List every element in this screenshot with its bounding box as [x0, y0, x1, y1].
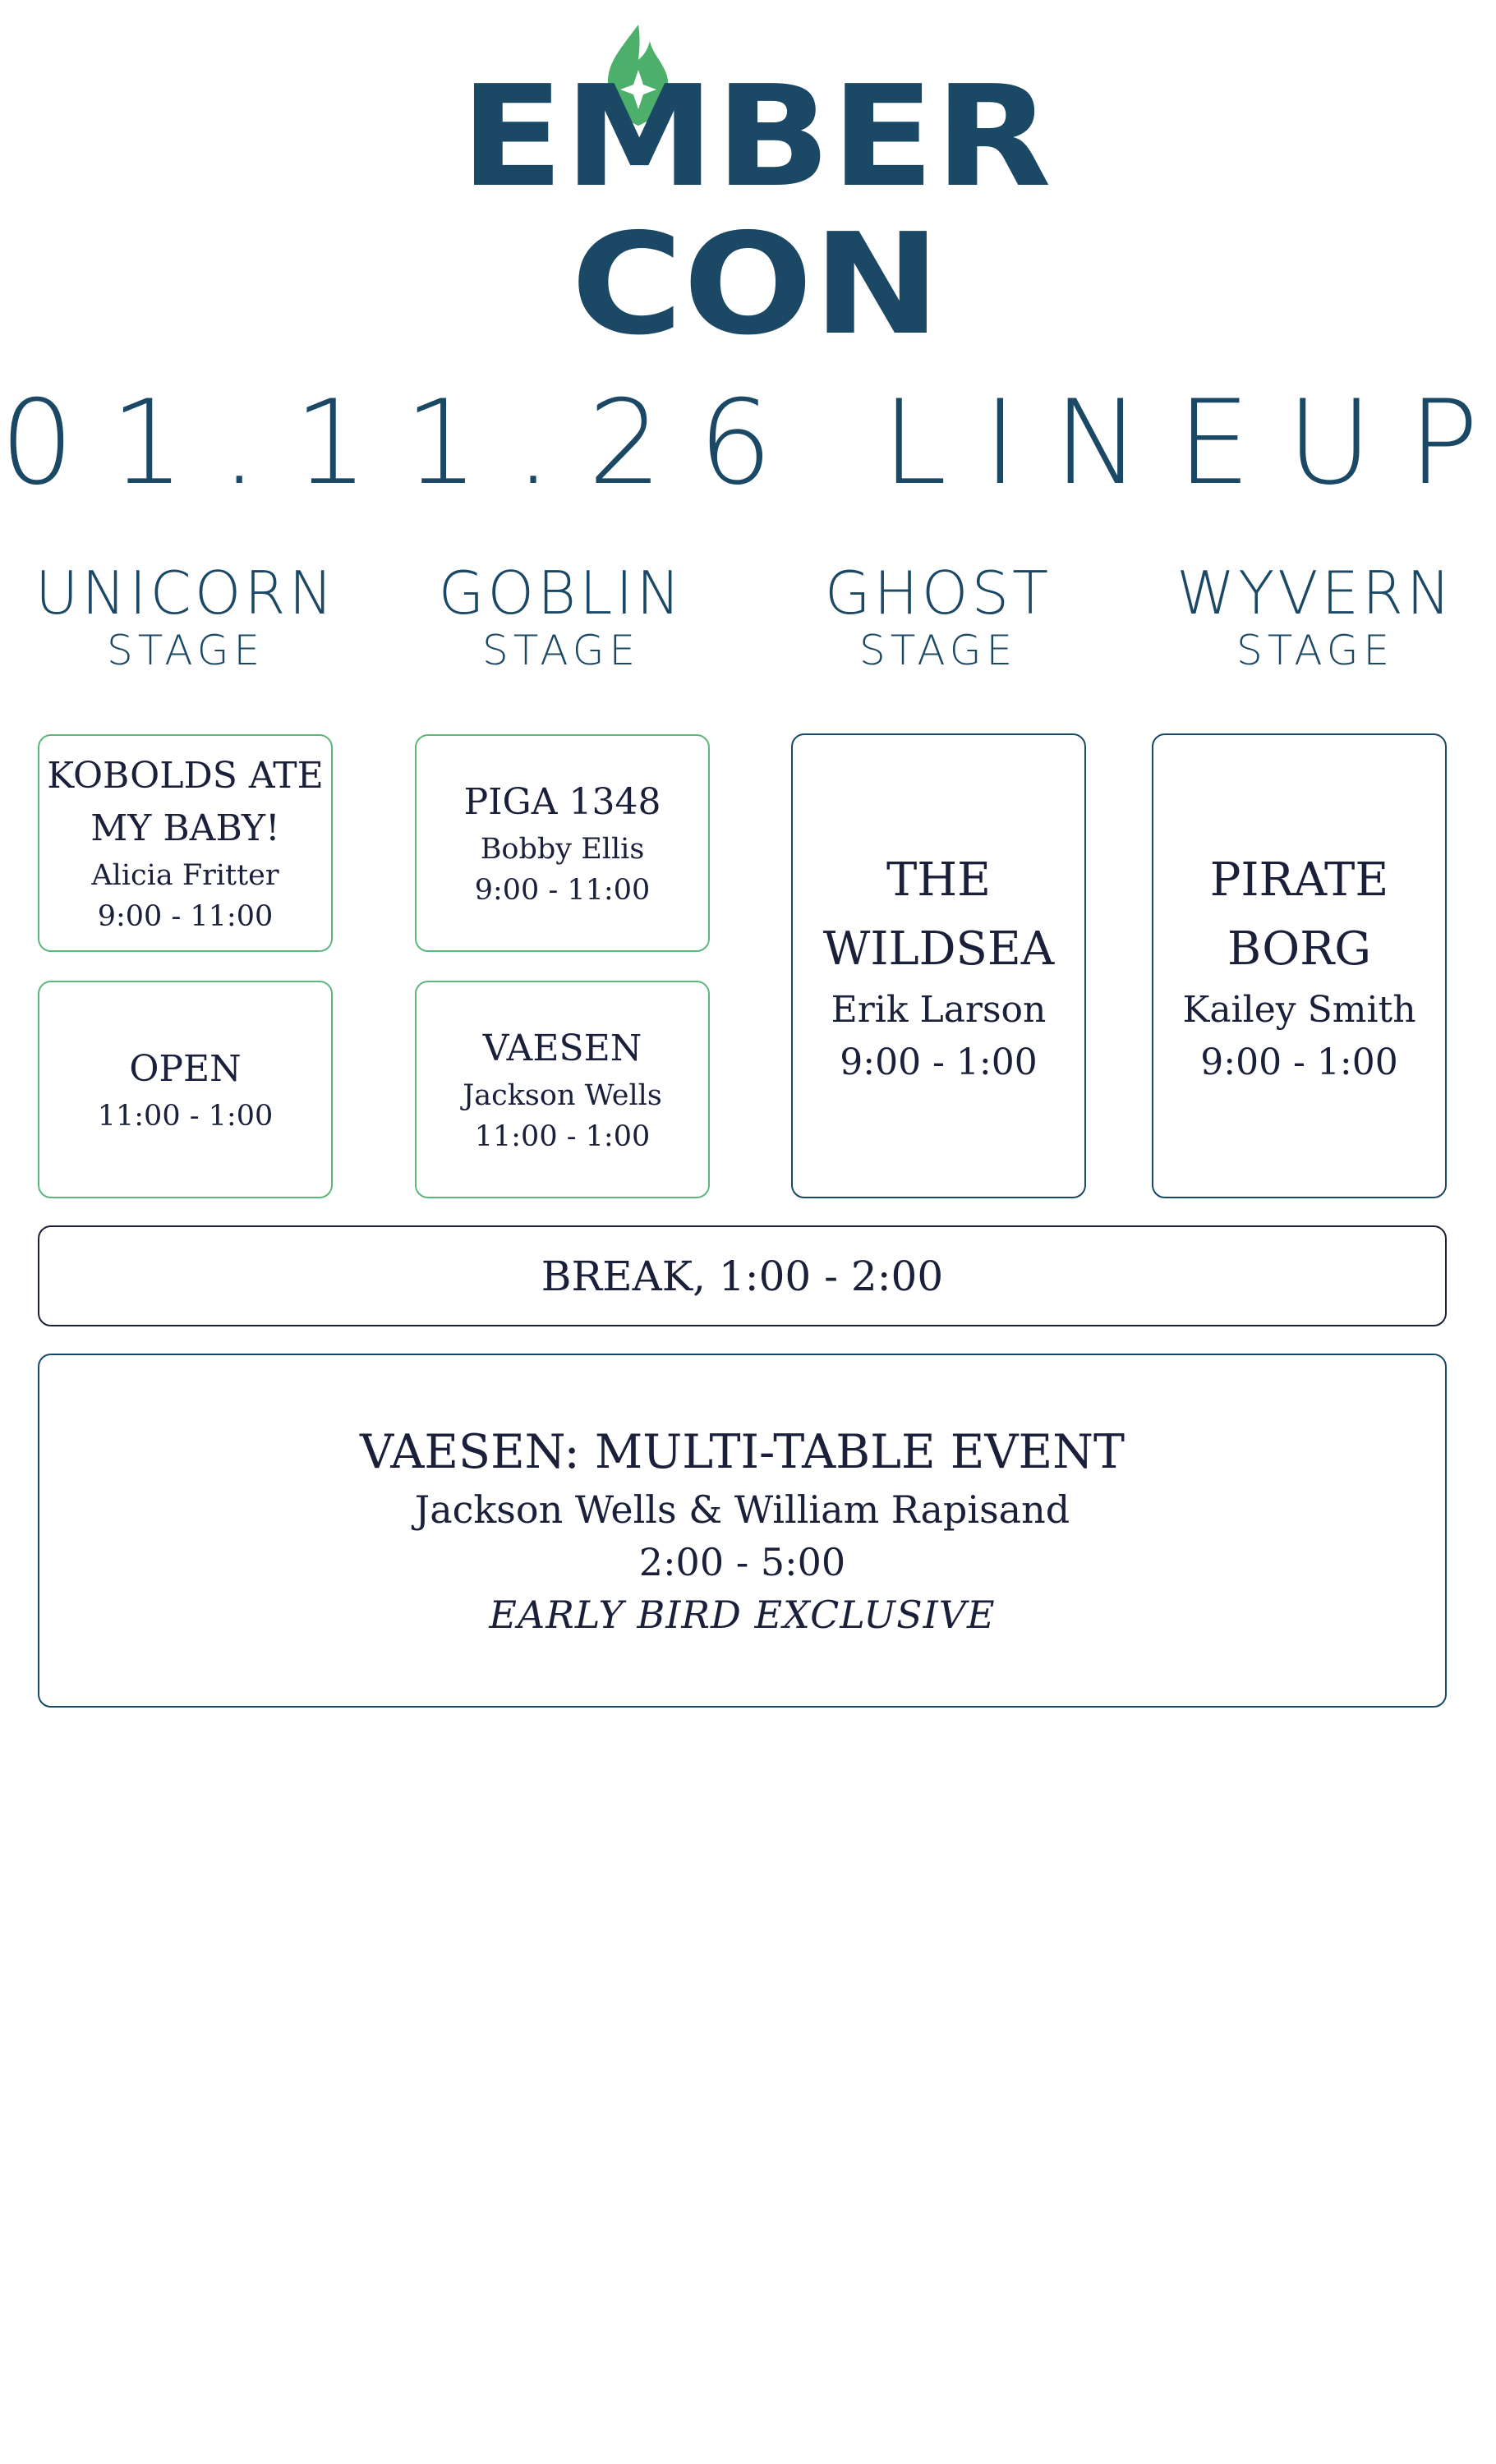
event-title: VAESEN: MULTI-TABLE EVENT: [359, 1424, 1125, 1479]
embercon-logo: EMBER CON: [456, 21, 1056, 341]
session-card-open: OPEN 11:00 - 1:00: [38, 981, 333, 1198]
event-hosts: Jackson Wells & William Rapisand: [414, 1487, 1070, 1532]
stage-heading-unicorn: UNICORN STAGE: [5, 560, 366, 675]
stage-sub: STAGE: [481, 627, 641, 674]
session-time: 11:00 - 1:00: [97, 1099, 274, 1133]
event-note: EARLY BIRD EXCLUSIVE: [489, 1592, 996, 1637]
session-card-kobolds: KOBOLDS ATE MY BABY! Alicia Fritter 9:00…: [38, 734, 333, 952]
session-host: Jackson Wells: [463, 1078, 662, 1112]
event-time: 2:00 - 5:00: [638, 1539, 846, 1584]
session-title: PIRATE: [1209, 853, 1389, 907]
session-title: BORG: [1227, 922, 1371, 976]
stage-name: GOBLIN: [438, 559, 684, 627]
session-card-vaesen: VAESEN Jackson Wells 11:00 - 1:00: [415, 981, 710, 1198]
flame-icon: [607, 25, 669, 126]
session-time: 9:00 - 11:00: [97, 899, 274, 933]
session-host: Bobby Ellis: [480, 832, 645, 866]
session-card-pirate-borg: PIRATE BORG Kailey Smith 9:00 - 1:00: [1152, 733, 1447, 1198]
session-title: VAESEN: [482, 1027, 642, 1069]
session-card-piga: PIGA 1348 Bobby Ellis 9:00 - 11:00: [415, 734, 710, 952]
session-time: 9:00 - 11:00: [474, 873, 651, 907]
session-time: 9:00 - 1:00: [1200, 1041, 1398, 1083]
break-label: BREAK, 1:00 - 2:00: [541, 1252, 944, 1300]
session-title: KOBOLDS ATE: [47, 754, 324, 797]
session-time: 11:00 - 1:00: [474, 1119, 651, 1153]
session-title: PIGA 1348: [463, 780, 661, 823]
stage-name: UNICORN: [35, 559, 337, 627]
session-host: Erik Larson: [831, 989, 1047, 1031]
stage-sub: STAGE: [858, 627, 1018, 674]
stage-sub: STAGE: [1236, 627, 1395, 674]
logo-ember-text: EMBER: [460, 56, 1052, 218]
session-card-wildsea: THE WILDSEA Erik Larson 9:00 - 1:00: [791, 733, 1086, 1198]
session-title: WILDSEA: [822, 922, 1055, 976]
stage-sub: STAGE: [106, 627, 265, 674]
stage-heading-goblin: GOBLIN STAGE: [380, 560, 742, 675]
break-bar: BREAK, 1:00 - 2:00: [38, 1225, 1447, 1326]
session-time: 9:00 - 1:00: [840, 1041, 1038, 1083]
session-host: Kailey Smith: [1182, 989, 1416, 1031]
stage-heading-ghost: GHOST STAGE: [757, 560, 1119, 675]
stage-name: GHOST: [824, 559, 1052, 627]
logo-con-text: CON: [571, 204, 941, 341]
event-card-multitable: VAESEN: MULTI-TABLE EVENT Jackson Wells …: [38, 1354, 1447, 1708]
session-title: THE: [886, 853, 992, 907]
lineup-title: 01.11.26 LINEUP: [0, 375, 1496, 511]
session-title: OPEN: [129, 1047, 242, 1090]
stage-heading-wyvern: WYVERN STAGE: [1135, 560, 1496, 675]
stage-name: WYVERN: [1176, 559, 1454, 627]
session-title: MY BABY!: [90, 807, 280, 849]
session-host: Alicia Fritter: [91, 858, 279, 892]
